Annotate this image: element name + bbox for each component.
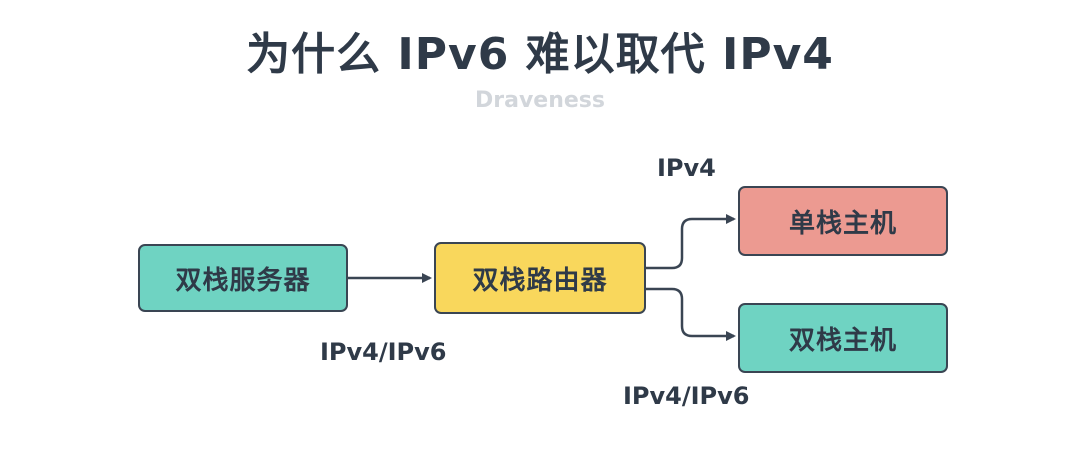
edge-label-router-dual-host: IPv4/IPv6 bbox=[623, 382, 750, 410]
node-dual-stack-router: 双栈路由器 bbox=[434, 242, 646, 314]
edge-router-to-dual-host bbox=[646, 287, 736, 341]
diagram-title: 为什么 IPv6 难以取代 IPv4 bbox=[246, 29, 834, 80]
diagram-author: Draveness bbox=[475, 88, 605, 113]
edge-label-ipv4: IPv4 bbox=[657, 154, 716, 182]
node-dual-stack-server: 双栈服务器 bbox=[138, 244, 348, 312]
node-dual-stack-host: 双栈主机 bbox=[738, 303, 948, 373]
edge-router-to-single-host bbox=[646, 214, 736, 270]
node-single-stack-host: 单栈主机 bbox=[738, 186, 948, 256]
edge-label-server-router: IPv4/IPv6 bbox=[320, 338, 447, 366]
